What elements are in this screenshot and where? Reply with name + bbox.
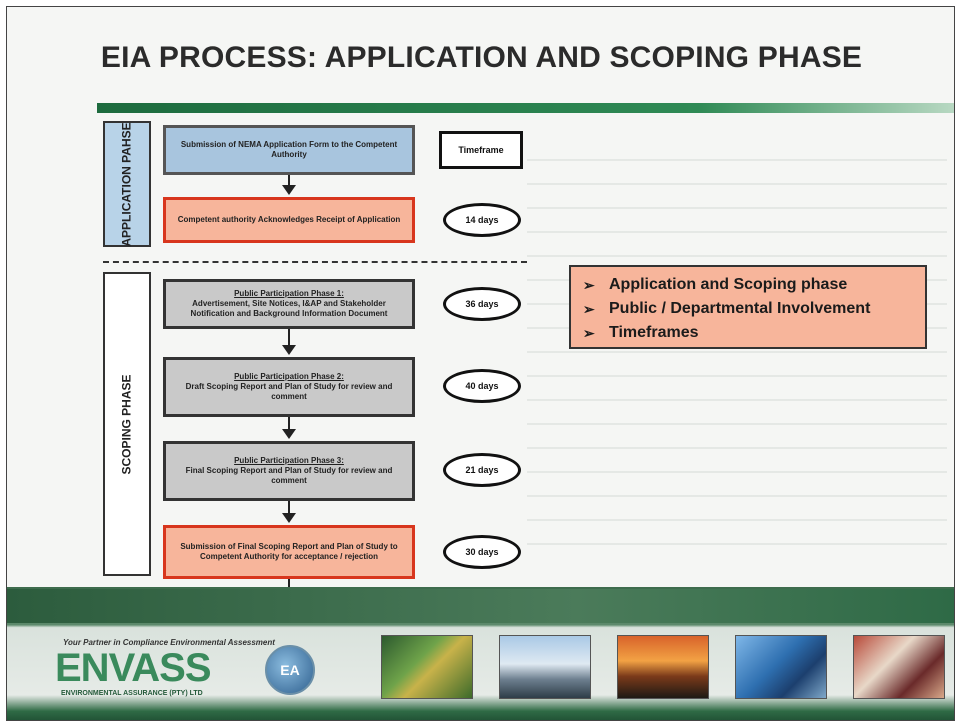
down-arrow-icon <box>282 175 296 195</box>
scoping-phase-text: SCOPING PHASE <box>119 373 134 475</box>
phase-divider <box>103 261 527 263</box>
step-public-participation-1: Public Participation Phase 1: Advertisem… <box>163 279 415 329</box>
step-submission-application: Submission of NEMA Application Form to t… <box>163 125 415 175</box>
down-arrow-icon <box>282 329 296 355</box>
footer-tagline: Your Partner in Compliance Environmental… <box>63 638 275 647</box>
bullet-text: Application and Scoping phase <box>609 276 848 293</box>
duration-badge: 40 days <box>443 369 521 403</box>
step-text: Submission of NEMA Application Form to t… <box>180 140 398 159</box>
duration-badge: 21 days <box>443 453 521 487</box>
step-text: Submission of Final Scoping Report and P… <box>180 542 398 561</box>
application-phase-label: APPLICATION PAHSE <box>103 121 151 247</box>
step-heading: Public Participation Phase 3: <box>234 456 344 465</box>
step-heading: Public Participation Phase 2: <box>234 372 344 381</box>
footer-photo-people <box>853 635 945 699</box>
step-acknowledge-receipt: Competent authority Acknowledges Receipt… <box>163 197 415 243</box>
duration-badge: 30 days <box>443 535 521 569</box>
summary-bullet: ➢ Timeframes <box>583 321 913 345</box>
flow-tail-line <box>288 579 290 591</box>
step-final-submission: Submission of Final Scoping Report and P… <box>163 525 415 579</box>
scoping-phase-label: SCOPING PHASE <box>103 272 151 576</box>
ea-logo-text: EA <box>280 662 300 678</box>
duration-badge: 36 days <box>443 287 521 321</box>
footer-photo-sunset <box>617 635 709 699</box>
down-arrow-icon <box>282 501 296 523</box>
arrow-right-bullet-icon: ➢ <box>583 301 595 317</box>
application-phase-text: APPLICATION PAHSE <box>119 121 134 247</box>
step-text: Advertisement, Site Notices, I&AP and St… <box>190 299 388 318</box>
step-public-participation-3: Public Participation Phase 3: Final Scop… <box>163 441 415 501</box>
bullet-text: Public / Departmental Involvement <box>609 300 871 317</box>
arrow-right-bullet-icon: ➢ <box>583 277 595 293</box>
summary-bullet: ➢ Public / Departmental Involvement <box>583 297 913 321</box>
footer-green-strip <box>7 589 954 623</box>
summary-bullet: ➢ Application and Scoping phase <box>583 273 913 297</box>
step-public-participation-2: Public Participation Phase 2: Draft Scop… <box>163 357 415 417</box>
envass-logo: ENVASS <box>55 646 212 690</box>
title-underline <box>97 103 954 113</box>
down-arrow-icon <box>282 417 296 439</box>
timeframe-header: Timeframe <box>439 131 523 169</box>
summary-box: ➢ Application and Scoping phase ➢ Public… <box>569 265 927 349</box>
bullet-text: Timeframes <box>609 324 699 341</box>
arrow-right-bullet-icon: ➢ <box>583 325 595 341</box>
ea-logo-icon: EA <box>265 645 315 695</box>
step-text: Final Scoping Report and Plan of Study f… <box>185 466 393 485</box>
slide: EIA PROCESS: APPLICATION AND SCOPING PHA… <box>6 6 955 721</box>
step-text: Draft Scoping Report and Plan of Study f… <box>185 382 393 401</box>
footer-photo-landscape <box>381 635 473 699</box>
duration-badge: 14 days <box>443 203 521 237</box>
footer-photo-industry <box>499 635 591 699</box>
step-heading: Public Participation Phase 1: <box>234 289 344 298</box>
footer-photo-solar <box>735 635 827 699</box>
slide-title: EIA PROCESS: APPLICATION AND SCOPING PHA… <box>100 41 863 74</box>
envass-logo-subtitle: ENVIRONMENTAL ASSURANCE (PTY) LTD <box>61 690 203 697</box>
step-text: Competent authority Acknowledges Receipt… <box>177 215 401 224</box>
